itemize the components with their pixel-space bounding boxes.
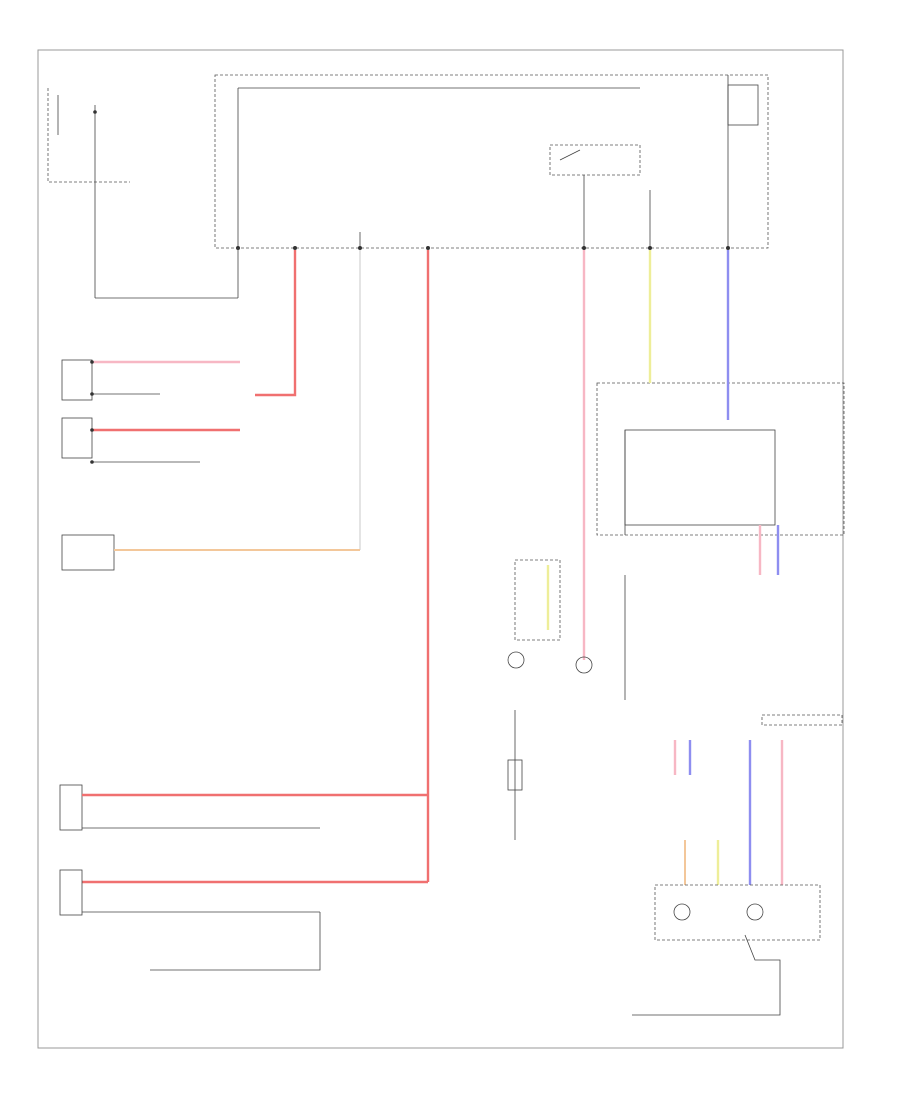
diagram-frame [37,49,844,1049]
instrument-cluster-box [596,370,845,575]
wire-red-1 [255,250,297,397]
control-module-box [214,74,769,249]
bottom-left-group [59,784,428,971]
right-lower-group [632,714,843,1016]
ignition-switch-box [47,88,238,299]
left-switch-group [61,359,240,464]
connector-pins [236,246,730,250]
lower-middle-components [507,559,626,840]
brake-switch [549,144,651,248]
sensor-box [61,534,360,571]
